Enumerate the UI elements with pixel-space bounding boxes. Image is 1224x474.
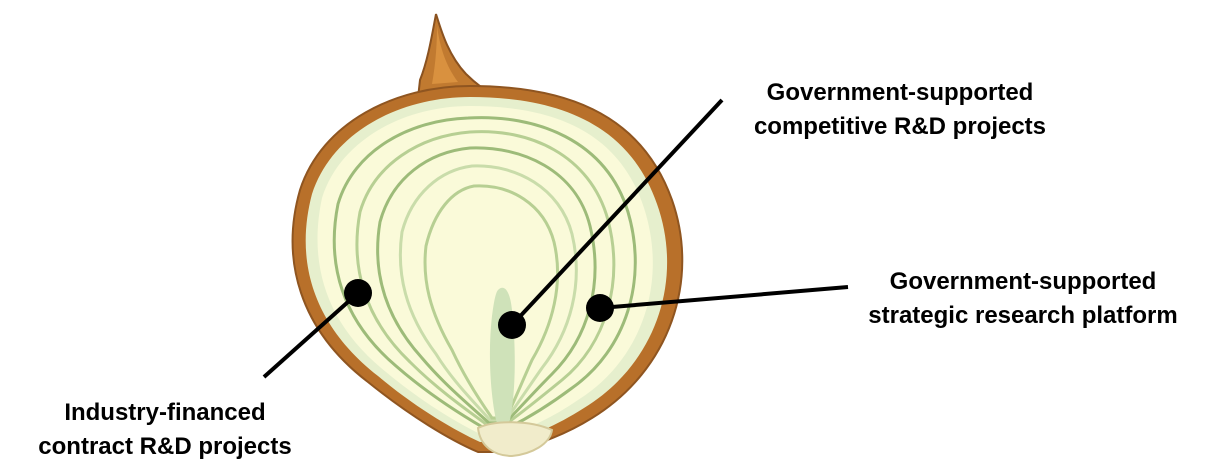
label-competitive-line2: competitive R&D projects <box>720 110 1080 144</box>
label-strategic-line2: strategic research platform <box>828 299 1218 333</box>
label-industry-contract-rd: Industry-financed contract R&D projects <box>0 396 330 464</box>
label-industry-line1: Industry-financed <box>0 396 330 430</box>
marker-dot-strategic <box>586 294 614 322</box>
label-competitive-line1: Government-supported <box>720 76 1080 110</box>
label-strategic-line1: Government-supported <box>828 265 1218 299</box>
marker-dot-industry <box>344 279 372 307</box>
label-industry-line2: contract R&D projects <box>0 430 330 464</box>
marker-dot-competitive <box>498 311 526 339</box>
label-strategic-research-platform: Government-supported strategic research … <box>828 265 1218 333</box>
onion-core <box>490 288 515 426</box>
label-competitive-rd-projects: Government-supported competitive R&D pro… <box>720 76 1080 144</box>
